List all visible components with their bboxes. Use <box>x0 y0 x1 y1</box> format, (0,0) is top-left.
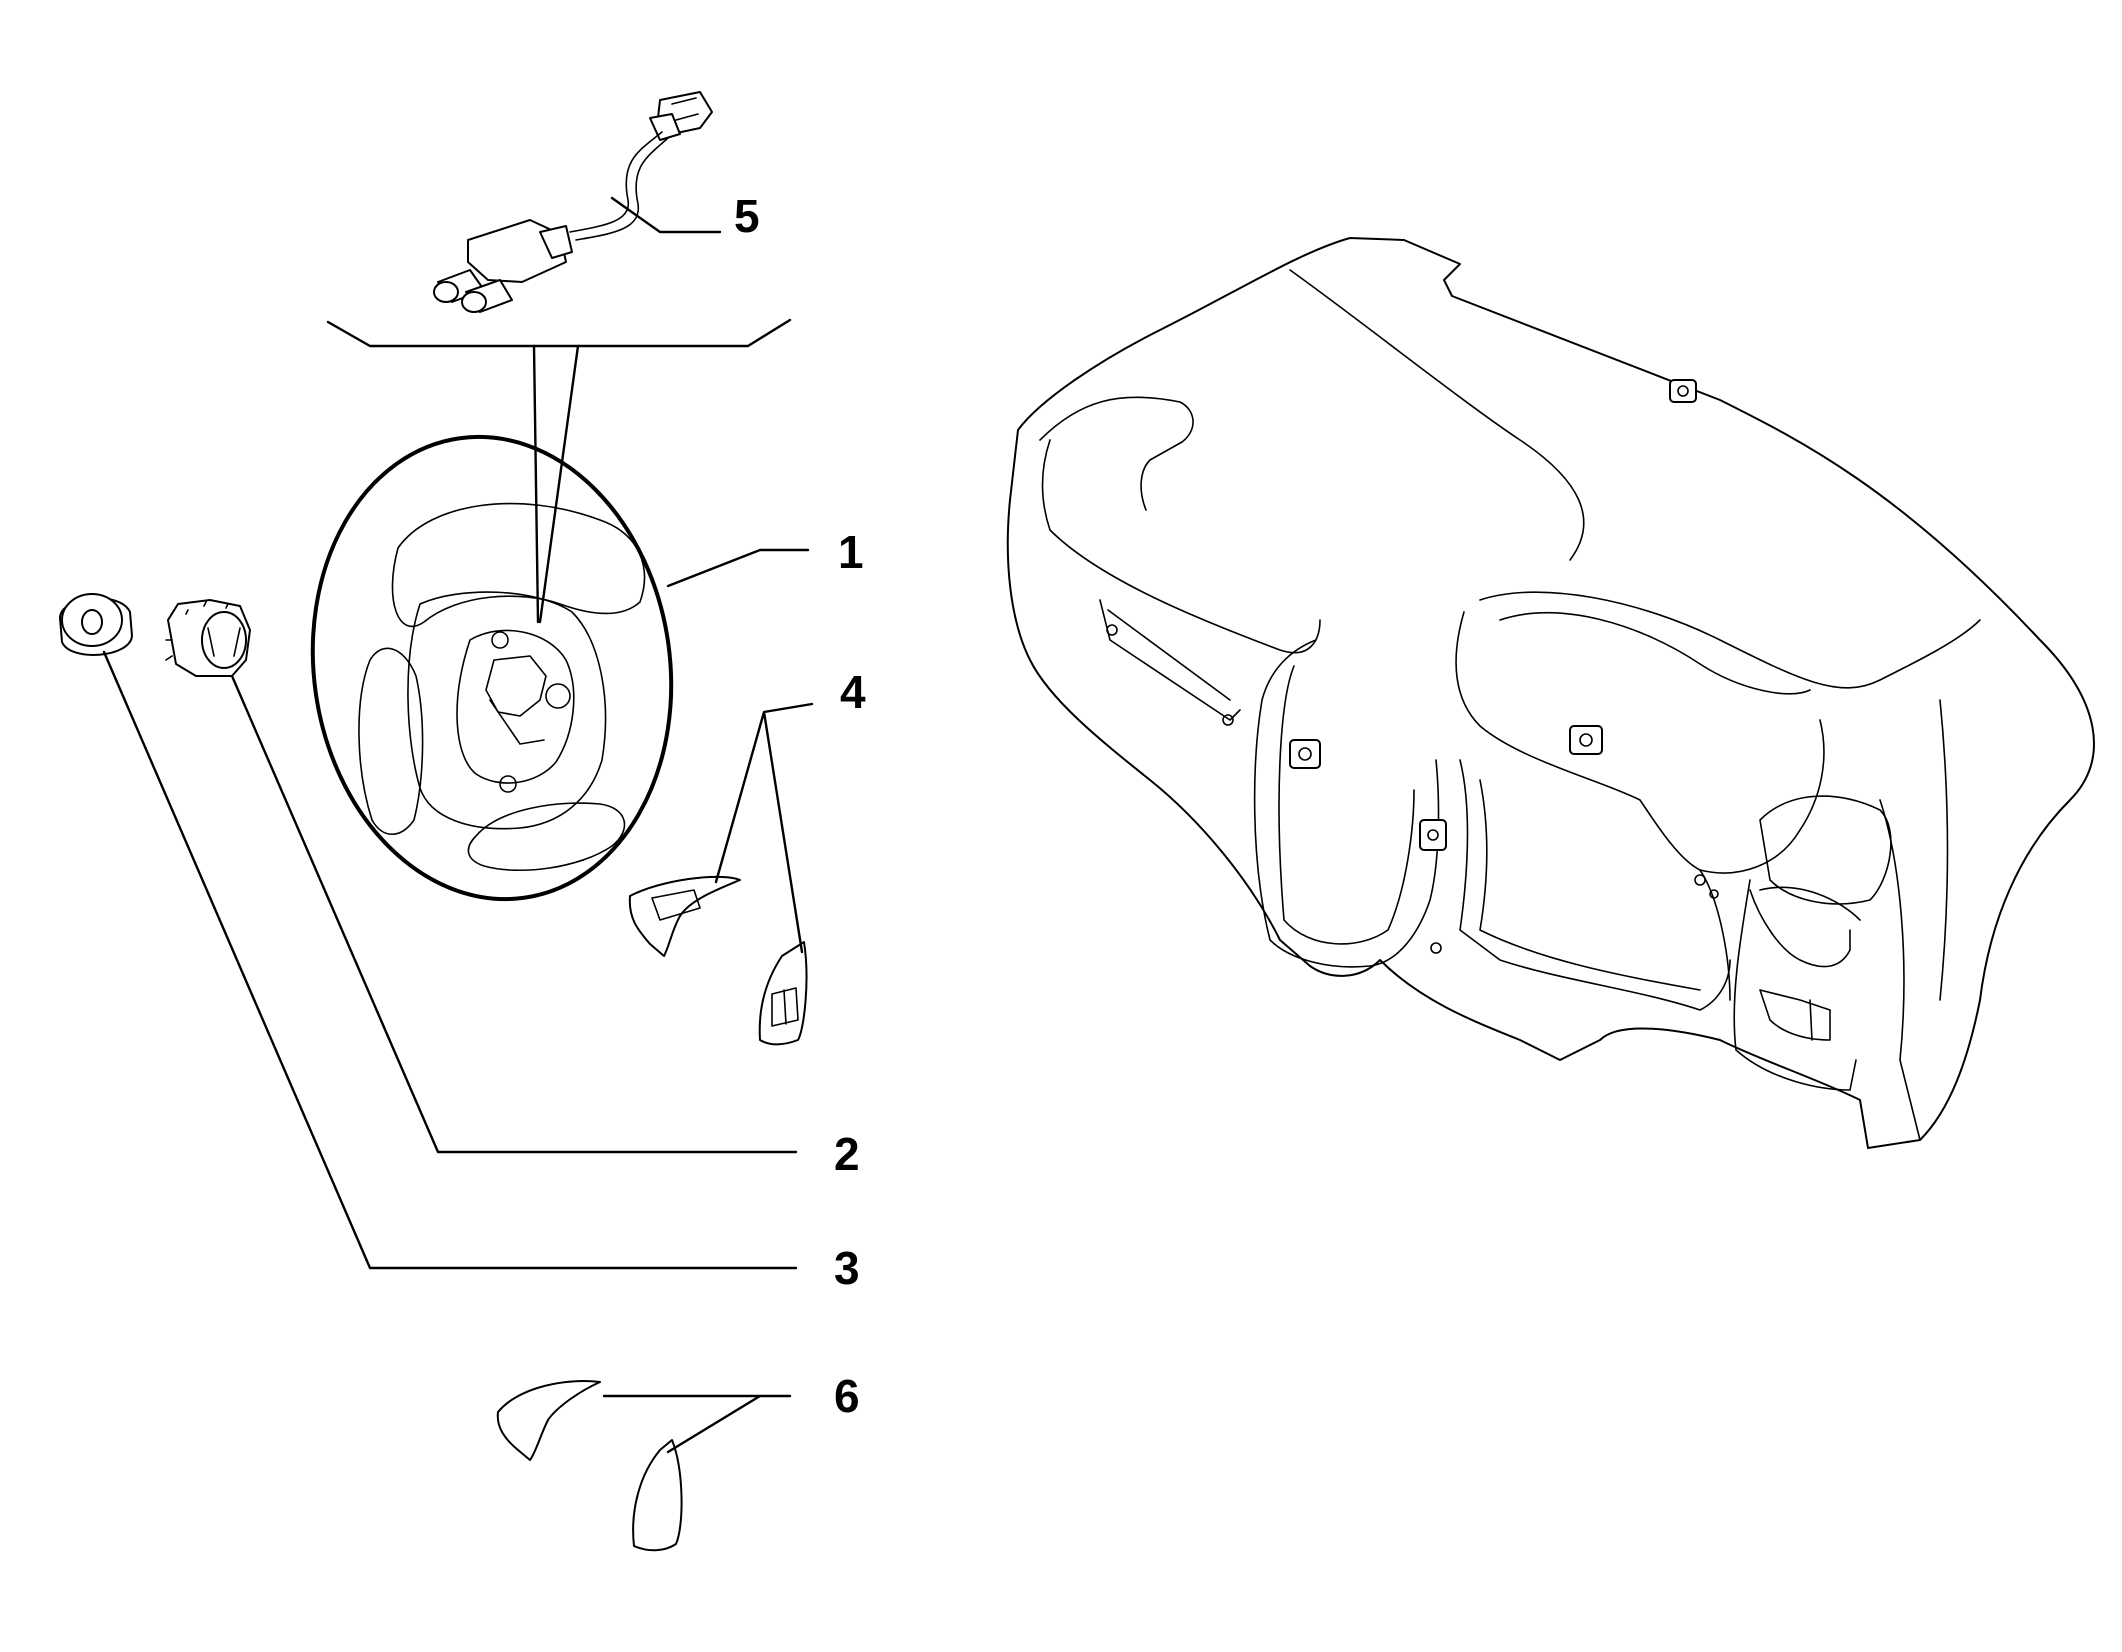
callout-4: 4 <box>840 666 866 718</box>
leader-6 <box>602 1394 792 1454</box>
bracket-line <box>326 318 792 348</box>
leader-3 <box>102 650 798 1270</box>
leader-4 <box>714 702 814 954</box>
callout-6: 6 <box>834 1370 860 1422</box>
leader-5 <box>610 196 722 234</box>
callout-3: 3 <box>834 1242 860 1294</box>
leader-bracket-wheel <box>532 344 580 624</box>
dashboard-assembly <box>1006 237 2095 1149</box>
part-3-ring <box>59 593 133 656</box>
callout-1: 1 <box>838 526 864 578</box>
part-1-steering-wheel <box>310 434 674 902</box>
part-2-sleeve <box>165 599 251 677</box>
leader-2 <box>230 674 798 1154</box>
leader-1 <box>666 548 810 588</box>
callout-2: 2 <box>834 1128 860 1180</box>
part-4-switches <box>628 875 808 1046</box>
part-6-trims <box>496 1380 683 1552</box>
callout-5: 5 <box>734 190 760 242</box>
part-5-wiring-harness <box>433 91 713 313</box>
